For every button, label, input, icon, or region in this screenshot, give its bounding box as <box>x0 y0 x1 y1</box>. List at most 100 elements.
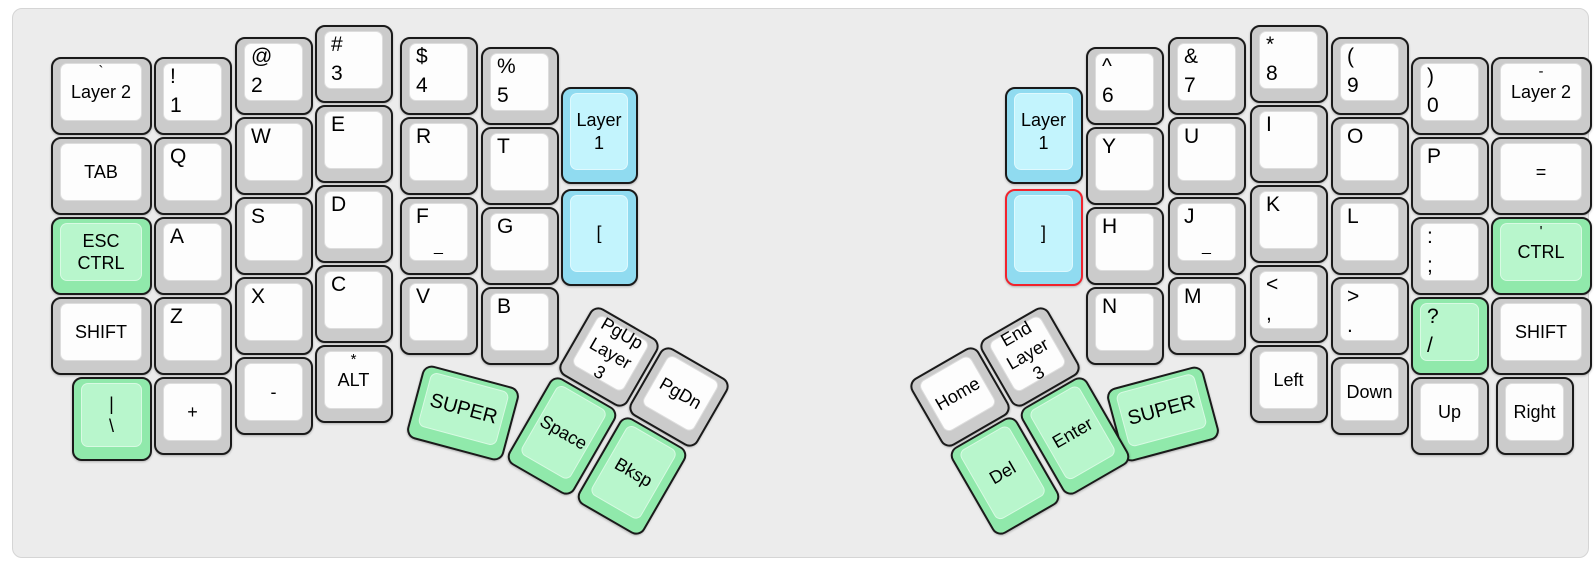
keycap-face: Down <box>1340 363 1399 421</box>
key-left[interactable]: Left <box>1250 345 1328 423</box>
key-label-esc-ctrl-c: ESC CTRL <box>77 230 125 274</box>
keycap-face: SHIFT <box>60 303 142 361</box>
key-label-percent-5-tl: % <box>497 55 516 78</box>
key-f[interactable]: F_ <box>400 197 478 275</box>
keycap-face: ESC CTRL <box>60 223 142 281</box>
key-super-left[interactable]: SUPER <box>404 363 522 463</box>
keycap-face: A <box>163 223 222 281</box>
keycap-face: = <box>1500 143 1582 201</box>
key-a[interactable]: A <box>154 217 232 295</box>
key-s[interactable]: S <box>235 197 313 275</box>
keycap-face: )0 <box>1420 63 1479 121</box>
key-z[interactable]: Z <box>154 297 232 375</box>
key-label-layer1-left-c: Layer 1 <box>576 110 622 153</box>
key-label-u-tl: U <box>1184 125 1200 148</box>
key-tab[interactable]: TAB <box>51 137 152 215</box>
key-i[interactable]: I <box>1250 105 1328 183</box>
key-asterisk-alt[interactable]: *ALT <box>315 345 393 423</box>
key-dollar-4[interactable]: $4 <box>400 37 478 115</box>
key-label-exclam-1-tl: ! <box>170 65 176 88</box>
key-label-b-tl: B <box>497 295 512 318</box>
keycap-face: Left <box>1259 351 1318 409</box>
key-caret-6[interactable]: ^6 <box>1086 47 1164 125</box>
key-percent-5[interactable]: %5 <box>481 47 559 125</box>
key-h[interactable]: H <box>1086 207 1164 285</box>
key-label-at-2-tl: @ <box>251 45 273 68</box>
key-amp-7[interactable]: &7 <box>1168 37 1246 115</box>
key-quote-ctrl[interactable]: 'CTRL <box>1491 217 1592 295</box>
key-u[interactable]: U <box>1168 117 1246 195</box>
key-o[interactable]: O <box>1331 117 1409 195</box>
key-p[interactable]: P <box>1411 137 1489 215</box>
key-shift-left[interactable]: SHIFT <box>51 297 152 375</box>
key-label-equals-c: = <box>1535 161 1547 182</box>
key-label-j-tl: J <box>1184 205 1195 228</box>
key-label-plus-c: + <box>187 401 198 422</box>
key-w[interactable]: W <box>235 117 313 195</box>
keycap-face: Up <box>1420 383 1479 441</box>
key-shift-right[interactable]: SHIFT <box>1491 297 1592 375</box>
key-pipe-backslash[interactable]: | \ <box>72 377 152 461</box>
key-right[interactable]: Right <box>1496 377 1574 455</box>
key-label-left-c: Left <box>1273 369 1304 390</box>
key-rparen-0[interactable]: )0 <box>1411 57 1489 135</box>
key-t[interactable]: T <box>481 127 559 205</box>
keycap-face: ?/ <box>1420 303 1479 361</box>
key-label-i-tl: I <box>1266 113 1272 136</box>
key-label-right-c: Right <box>1513 401 1556 422</box>
key-label-h-tl: H <box>1102 215 1118 238</box>
key-m[interactable]: M <box>1168 277 1246 355</box>
key-r[interactable]: R <box>400 117 478 195</box>
key-y[interactable]: Y <box>1086 127 1164 205</box>
key-c[interactable]: C <box>315 265 393 343</box>
key-j[interactable]: J_ <box>1168 197 1246 275</box>
keycap-face: #3 <box>324 31 383 89</box>
key-d[interactable]: D <box>315 185 393 263</box>
keycap-face: D <box>324 191 383 249</box>
key-g[interactable]: G <box>481 207 559 285</box>
key-label-v-tl: V <box>416 285 431 308</box>
key-exclam-1[interactable]: !1 <box>154 57 232 135</box>
key-up[interactable]: Up <box>1411 377 1489 455</box>
key-e[interactable]: E <box>315 105 393 183</box>
key-layer2-left[interactable]: `Layer 2 <box>51 57 152 135</box>
key-label-g-tl: G <box>497 215 514 238</box>
key-equals[interactable]: = <box>1491 137 1592 215</box>
keycap-face: Right <box>1505 383 1564 441</box>
key-n[interactable]: N <box>1086 287 1164 365</box>
key-label-rparen-0-bl: 0 <box>1427 94 1439 117</box>
key-label-hash-3-tl: # <box>331 33 343 56</box>
key-q[interactable]: Q <box>154 137 232 215</box>
key-esc-ctrl[interactable]: ESC CTRL <box>51 217 152 295</box>
key-less-comma[interactable]: <, <box>1250 265 1328 343</box>
key-v[interactable]: V <box>400 277 478 355</box>
key-l[interactable]: L <box>1331 197 1409 275</box>
key-greater-period[interactable]: >. <box>1331 277 1409 355</box>
keycap-face: K <box>1259 191 1318 249</box>
key-label-dollar-4-tl: $ <box>416 45 428 68</box>
key-asterisk-8[interactable]: *8 <box>1250 25 1328 103</box>
key-layer1-right[interactable]: Layer 1 <box>1005 87 1083 184</box>
key-plus[interactable]: + <box>154 377 232 455</box>
key-question-slash[interactable]: ?/ <box>1411 297 1489 375</box>
key-label-exclam-1-bl: 1 <box>170 94 182 117</box>
key-minus-left[interactable]: - <box>235 357 313 435</box>
key-at-2[interactable]: @2 <box>235 37 313 115</box>
keycap-face: X <box>244 283 303 341</box>
key-label-asterisk-8-bl: 8 <box>1266 62 1278 85</box>
key-layer1-left[interactable]: Layer 1 <box>561 87 638 184</box>
key-lparen-9[interactable]: (9 <box>1331 37 1409 115</box>
key-b[interactable]: B <box>481 287 559 365</box>
key-label-asterisk-8-tl: * <box>1266 33 1275 56</box>
key-rbracket[interactable]: ] <box>1005 189 1083 286</box>
keycap-face: PgUp Layer 3 <box>570 313 651 394</box>
key-lbracket[interactable]: [ <box>561 189 638 286</box>
key-down[interactable]: Down <box>1331 357 1409 435</box>
key-minus-layer2[interactable]: -Layer 2 <box>1491 57 1592 135</box>
key-hash-3[interactable]: #3 <box>315 25 393 103</box>
key-label-rbracket-c: ] <box>1040 223 1046 244</box>
key-x[interactable]: X <box>235 277 313 355</box>
key-colon-semicolon[interactable]: :; <box>1411 217 1489 295</box>
key-k[interactable]: K <box>1250 185 1328 263</box>
